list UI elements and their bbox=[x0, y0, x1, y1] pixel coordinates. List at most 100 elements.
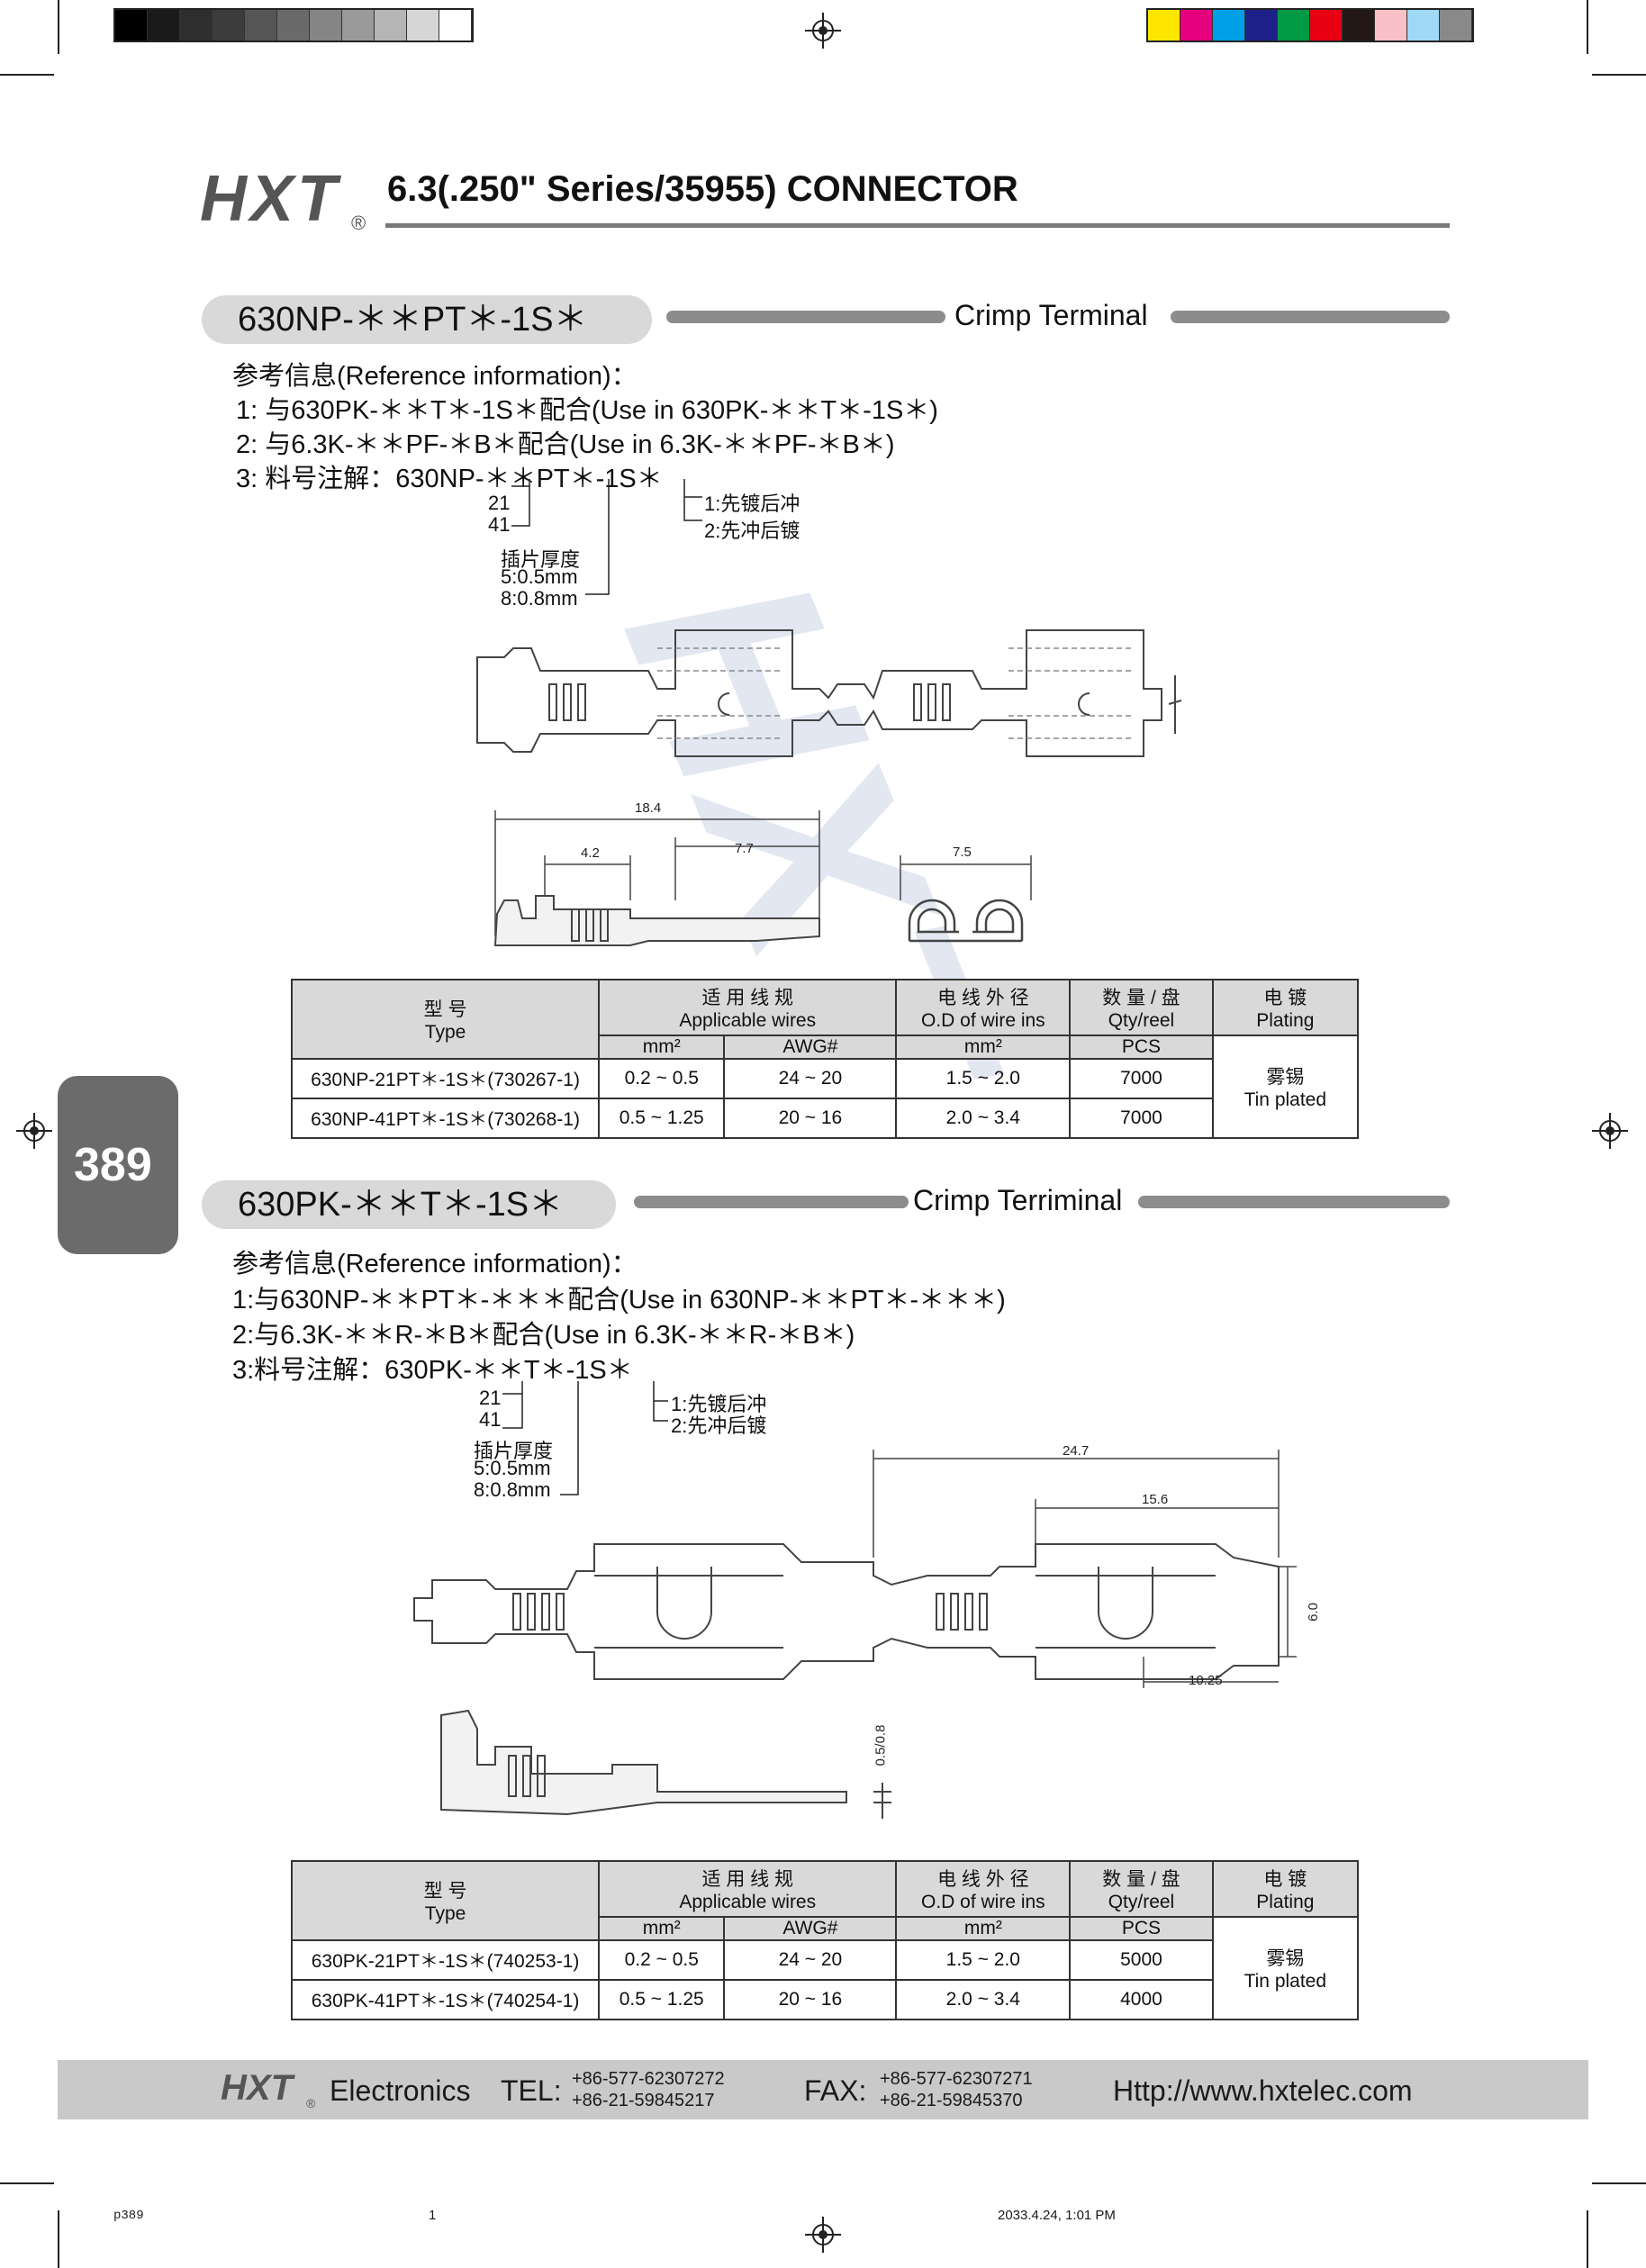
crop-mark bbox=[0, 74, 54, 76]
section-1-title: Crimp Terminal bbox=[954, 299, 1148, 331]
section-1-ref-line-1: 1: 与630PK-＊＊T＊-1S＊配合(Use in 630PK-＊＊T＊-1… bbox=[236, 396, 938, 425]
gray-swatch bbox=[277, 10, 310, 41]
footer-fax-2: +86-21-59845370 bbox=[880, 2091, 1023, 2110]
unit-awg: AWG# bbox=[723, 1035, 898, 1060]
color-swatch bbox=[1375, 10, 1407, 41]
unit-awg: AWG# bbox=[723, 1916, 898, 1941]
section-2-thickness-5: 5:0.5mm bbox=[474, 1457, 551, 1479]
section-2-part-label: 630PK-＊＊T＊-1S＊ bbox=[202, 1180, 616, 1229]
gray-swatch bbox=[342, 10, 375, 41]
page-number-tab bbox=[58, 1076, 178, 1254]
unit-mm2: mm² bbox=[598, 1035, 726, 1060]
brand-logo: HXT bbox=[200, 163, 340, 235]
gray-swatch bbox=[439, 10, 472, 41]
unit-pcs: PCS bbox=[1069, 1035, 1214, 1060]
section-2-terminal-side-view bbox=[440, 1709, 891, 1819]
gray-swatch bbox=[148, 10, 180, 41]
section-1-part-label: 630NP-＊＊PT＊-1S＊ bbox=[202, 295, 652, 344]
section-1-dim-width: 7.5 bbox=[953, 845, 972, 860]
section-1-ref-heading: 参考信息(Reference information)： bbox=[232, 362, 638, 391]
section-2-dim-thickness: 0.5/0.8 bbox=[873, 1724, 889, 1767]
unit-od: mm² bbox=[895, 1035, 1072, 1060]
section-2-dim-width: 6.0 bbox=[1305, 1603, 1321, 1622]
slug-file: p389 bbox=[113, 2209, 144, 2223]
registered-mark: ® bbox=[351, 212, 366, 234]
section-1-code-41: 41 bbox=[488, 513, 511, 536]
registration-mark-icon bbox=[805, 13, 841, 49]
color-swatch bbox=[1213, 10, 1245, 41]
registration-mark-icon bbox=[16, 1113, 52, 1149]
crop-mark bbox=[1592, 74, 1646, 76]
section-1-rule-right bbox=[1171, 311, 1450, 323]
crop-mark bbox=[1587, 0, 1588, 54]
section-2-ref-line-1: 1:与630NP-＊＊PT＊-＊＊＊配合(Use in 630NP-＊＊PT＊-… bbox=[232, 1286, 1006, 1315]
section-1-thickness: 插片厚度 bbox=[501, 548, 581, 571]
color-swatch bbox=[1407, 10, 1440, 41]
section-2-dim-contact: 15.6 bbox=[1142, 1492, 1169, 1507]
gray-swatch bbox=[375, 10, 407, 41]
color-swatch bbox=[1343, 10, 1375, 41]
gray-calibration-strip bbox=[113, 8, 474, 42]
section-1-terminal-side-view bbox=[493, 810, 820, 946]
section-1-ref-line-2: 2: 与6.3K-＊＊PF-＊B＊配合(Use in 6.3K-＊＊PF-＊B＊… bbox=[236, 430, 895, 459]
section-1-terminal-end-view bbox=[900, 855, 1032, 943]
header-rule bbox=[385, 223, 1450, 228]
section-1-code-21: 21 bbox=[488, 492, 511, 514]
page-title: 6.3(.250" Series/35955) CONNECTOR bbox=[387, 169, 1018, 209]
section-2-ref-line-2: 2:与6.3K-＊＊R-＊B＊配合(Use in 6.3K-＊＊R-＊B＊) bbox=[232, 1321, 855, 1350]
table-row: 630NP-21PT＊-1S＊(730267-1) 0.2 ~ 0.5 24 ~… bbox=[290, 1058, 1358, 1099]
section-2-terminal-top-view bbox=[413, 1450, 1297, 1688]
gray-swatch bbox=[245, 10, 277, 41]
section-2-code-leaders bbox=[502, 1381, 668, 1495]
unit-od: mm² bbox=[895, 1916, 1072, 1941]
unit-mm2: mm² bbox=[598, 1916, 726, 1941]
section-1-thickness-5: 5:0.5mm bbox=[501, 565, 578, 588]
section-1-plating-1: 1:先镀后冲 bbox=[704, 492, 800, 515]
section-1-terminal-top-view bbox=[476, 629, 1182, 757]
section-2-dim-overall: 24.7 bbox=[1063, 1443, 1090, 1459]
crop-mark bbox=[1592, 2182, 1646, 2184]
crop-mark bbox=[1587, 2210, 1588, 2268]
unit-pcs: PCS bbox=[1069, 1916, 1214, 1941]
crop-mark bbox=[58, 2210, 59, 2268]
registration-mark-icon bbox=[1592, 1113, 1628, 1149]
footer-company: Electronics bbox=[330, 2074, 471, 2107]
gray-swatch bbox=[310, 10, 342, 41]
gray-swatch bbox=[180, 10, 213, 41]
color-swatch bbox=[1310, 10, 1343, 41]
gray-swatch bbox=[407, 10, 439, 41]
section-2-dim-box: 10.25 bbox=[1189, 1673, 1223, 1688]
section-1-dim-overall: 18.4 bbox=[635, 800, 662, 816]
section-2-code-21: 21 bbox=[479, 1387, 502, 1409]
section-2-plating-1: 1:先镀后冲 bbox=[671, 1393, 767, 1415]
section-2-title: Crimp Terriminal bbox=[913, 1184, 1123, 1216]
color-swatch bbox=[1148, 10, 1180, 41]
footer-tel-label: TEL: bbox=[501, 2074, 562, 2107]
gray-swatch bbox=[213, 10, 245, 41]
footer-website-link[interactable]: Http://www.hxtelec.com bbox=[1113, 2074, 1413, 2107]
section-1-dim-contact: 7.7 bbox=[735, 841, 754, 856]
footer-bar bbox=[58, 2060, 1588, 2119]
section-1-plating-2: 2:先冲后镀 bbox=[704, 520, 800, 542]
section-1-code-leaders bbox=[511, 479, 702, 595]
registration-mark-icon bbox=[805, 2217, 841, 2253]
section-2-thickness-8: 8:0.8mm bbox=[474, 1478, 551, 1501]
crop-mark bbox=[0, 2182, 54, 2184]
table-row: 630NP-41PT＊-1S＊(730268-1) 0.5 ~ 1.25 20 … bbox=[290, 1098, 1358, 1139]
color-swatch bbox=[1245, 10, 1278, 41]
slug-date: 2033.4.24, 1:01 PM bbox=[998, 2208, 1116, 2223]
section-2-thickness: 插片厚度 bbox=[474, 1440, 554, 1462]
footer-fax-1: +86-577-62307271 bbox=[880, 2069, 1033, 2089]
color-swatch bbox=[1180, 10, 1213, 41]
